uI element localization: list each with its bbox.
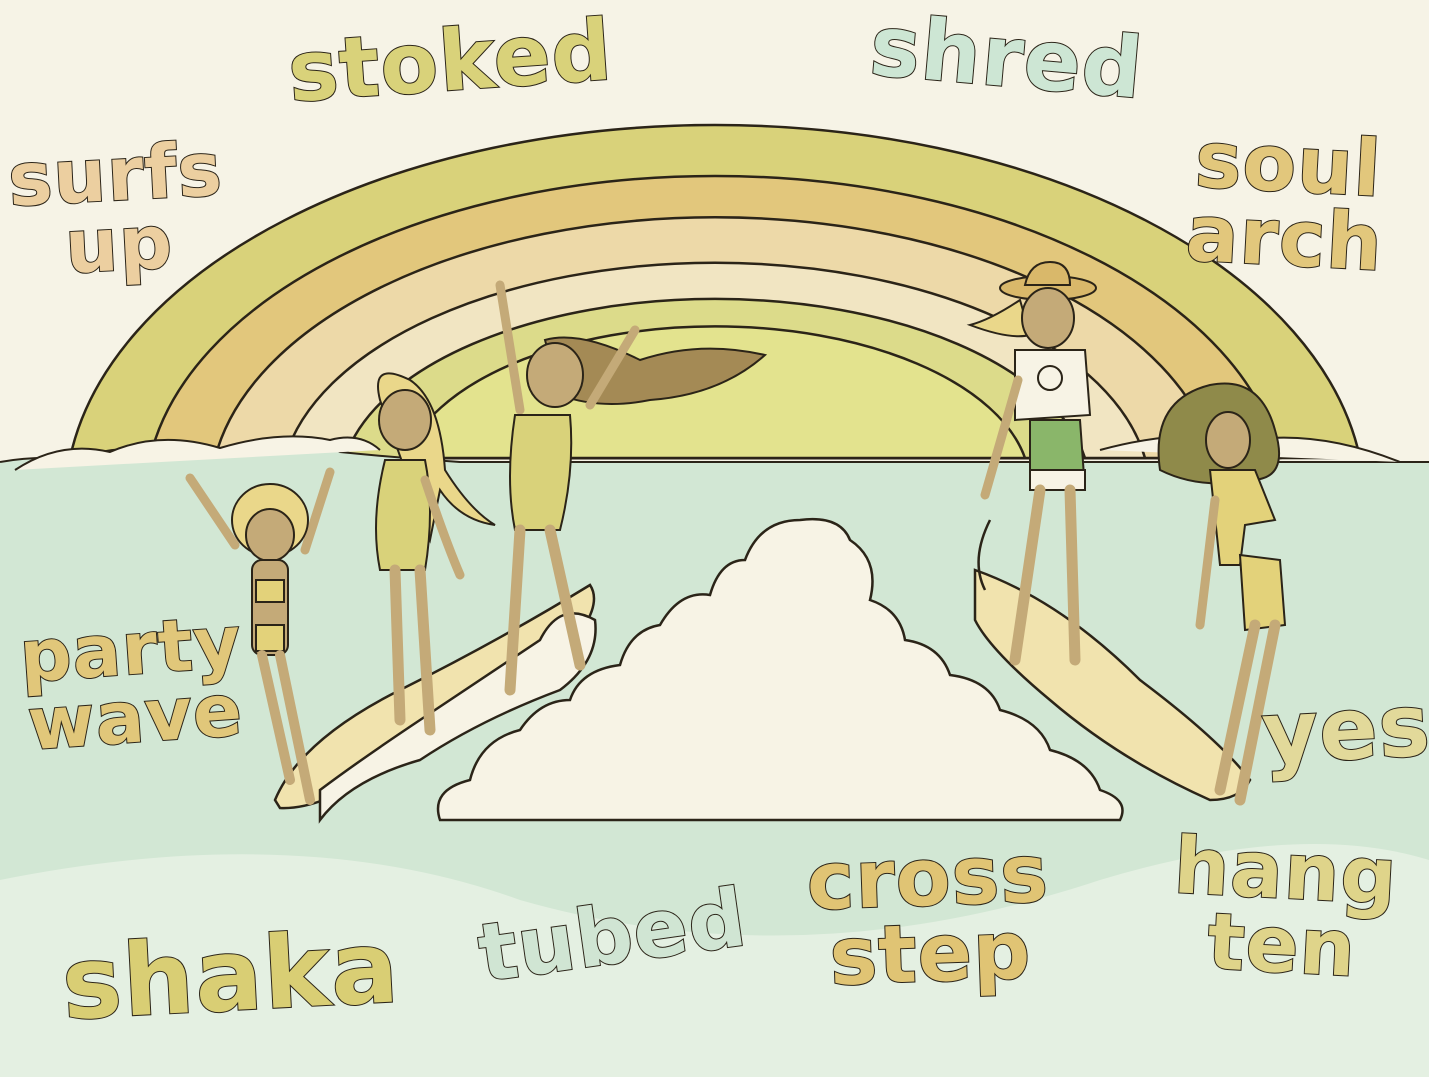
foam-left bbox=[318, 612, 597, 824]
word-party-wave: party wave bbox=[16, 598, 247, 767]
surfer-hat bbox=[966, 260, 1097, 666]
word-shred: shred bbox=[865, 0, 1148, 119]
word-hang-ten: hang ten bbox=[1171, 820, 1401, 996]
word-stoked: stoked bbox=[284, 0, 617, 122]
foam-cloud bbox=[436, 517, 1124, 822]
surfer-child bbox=[185, 467, 335, 805]
word-yes: yes bbox=[1258, 675, 1429, 786]
surfer-jumping bbox=[495, 280, 768, 696]
surfer-curly bbox=[1157, 382, 1287, 806]
word-shaka: shaka bbox=[58, 907, 403, 1043]
word-surfs-up: surfs up bbox=[5, 125, 226, 292]
word-soul-arch: soul arch bbox=[1183, 114, 1386, 290]
word-cross-step: cross step bbox=[804, 826, 1051, 1005]
surfer-long-hair bbox=[375, 372, 496, 736]
